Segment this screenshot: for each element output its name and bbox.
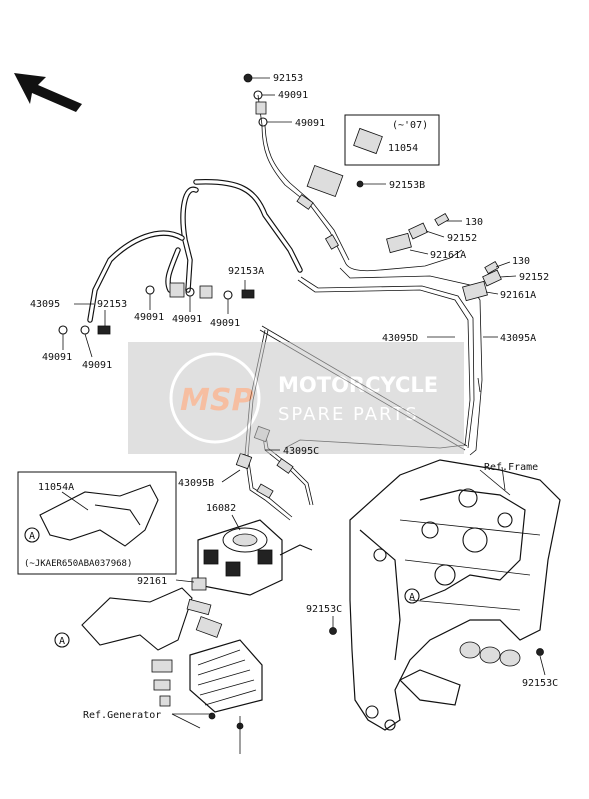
label-49091-g: 49091 xyxy=(82,360,112,371)
label-43095D: 43095D xyxy=(382,333,418,344)
label-130-b: 130 xyxy=(512,256,530,267)
label-92161A-b: 92161A xyxy=(500,290,536,301)
ref-marker-a-left: A xyxy=(59,636,65,647)
watermark-line2: SPARE PARTS xyxy=(278,404,419,425)
inset-top-right: (~'07) 11054 xyxy=(344,114,440,166)
motorcycle-frame: A xyxy=(349,459,561,731)
regulator xyxy=(151,639,263,754)
leader-lines xyxy=(62,77,546,676)
inset-left: 11054A A (~JKAER650ABA037968) xyxy=(17,471,177,575)
watermark-logo: MSP xyxy=(180,383,253,418)
label-ref-generator: Ref.Generator xyxy=(83,710,161,721)
label-43095A: 43095A xyxy=(500,333,536,344)
ref-marker-a-frame: A xyxy=(409,592,415,603)
label-92161A-a: 92161A xyxy=(430,250,466,261)
part-labels: 92153 49091 49091 92153B 130 92152 92161… xyxy=(30,73,558,721)
label-49091-c: 49091 xyxy=(134,312,164,323)
abs-hydraulic-unit xyxy=(191,519,313,596)
front-direction-arrow-icon xyxy=(14,73,82,112)
label-92153-top: 92153 xyxy=(273,73,303,84)
label-92152-b: 92152 xyxy=(519,272,549,283)
inset-part-11054A: 11054A xyxy=(38,482,74,493)
label-49091-f: 49091 xyxy=(42,352,72,363)
inset-code-07: (~'07) xyxy=(392,120,428,131)
watermark-line1: MOTORCYCLE xyxy=(278,373,438,397)
label-92152-a: 92152 xyxy=(447,233,477,244)
label-92153-left: 92153 xyxy=(97,299,127,310)
label-92153C-b: 92153C xyxy=(522,678,558,689)
label-43095: 43095 xyxy=(30,299,60,310)
label-43095C: 43095C xyxy=(283,446,319,457)
label-49091-b: 49091 xyxy=(295,118,325,129)
brake-hose-43095 xyxy=(87,179,303,323)
inset-ref-marker: A xyxy=(29,531,35,542)
label-43095B: 43095B xyxy=(178,478,214,489)
msp-watermark: MSP MOTORCYCLE SPARE PARTS xyxy=(128,342,464,454)
label-92153C-a: 92153C xyxy=(306,604,342,615)
label-16082: 16082 xyxy=(206,503,236,514)
label-49091-d: 49091 xyxy=(172,314,202,325)
label-92153A: 92153A xyxy=(228,266,264,277)
inset-code-vin: (~JKAER650ABA037968) xyxy=(24,559,132,569)
label-92153B: 92153B xyxy=(389,180,425,191)
label-ref-frame: Ref.Frame xyxy=(484,462,538,473)
label-49091-a: 49091 xyxy=(278,90,308,101)
abs-bracket: A xyxy=(54,587,223,651)
label-130-a: 130 xyxy=(465,217,483,228)
label-49091-e: 49091 xyxy=(210,318,240,329)
label-92161: 92161 xyxy=(137,576,167,587)
brake-hose-top xyxy=(257,94,463,272)
inset-part-11054: 11054 xyxy=(388,143,418,154)
